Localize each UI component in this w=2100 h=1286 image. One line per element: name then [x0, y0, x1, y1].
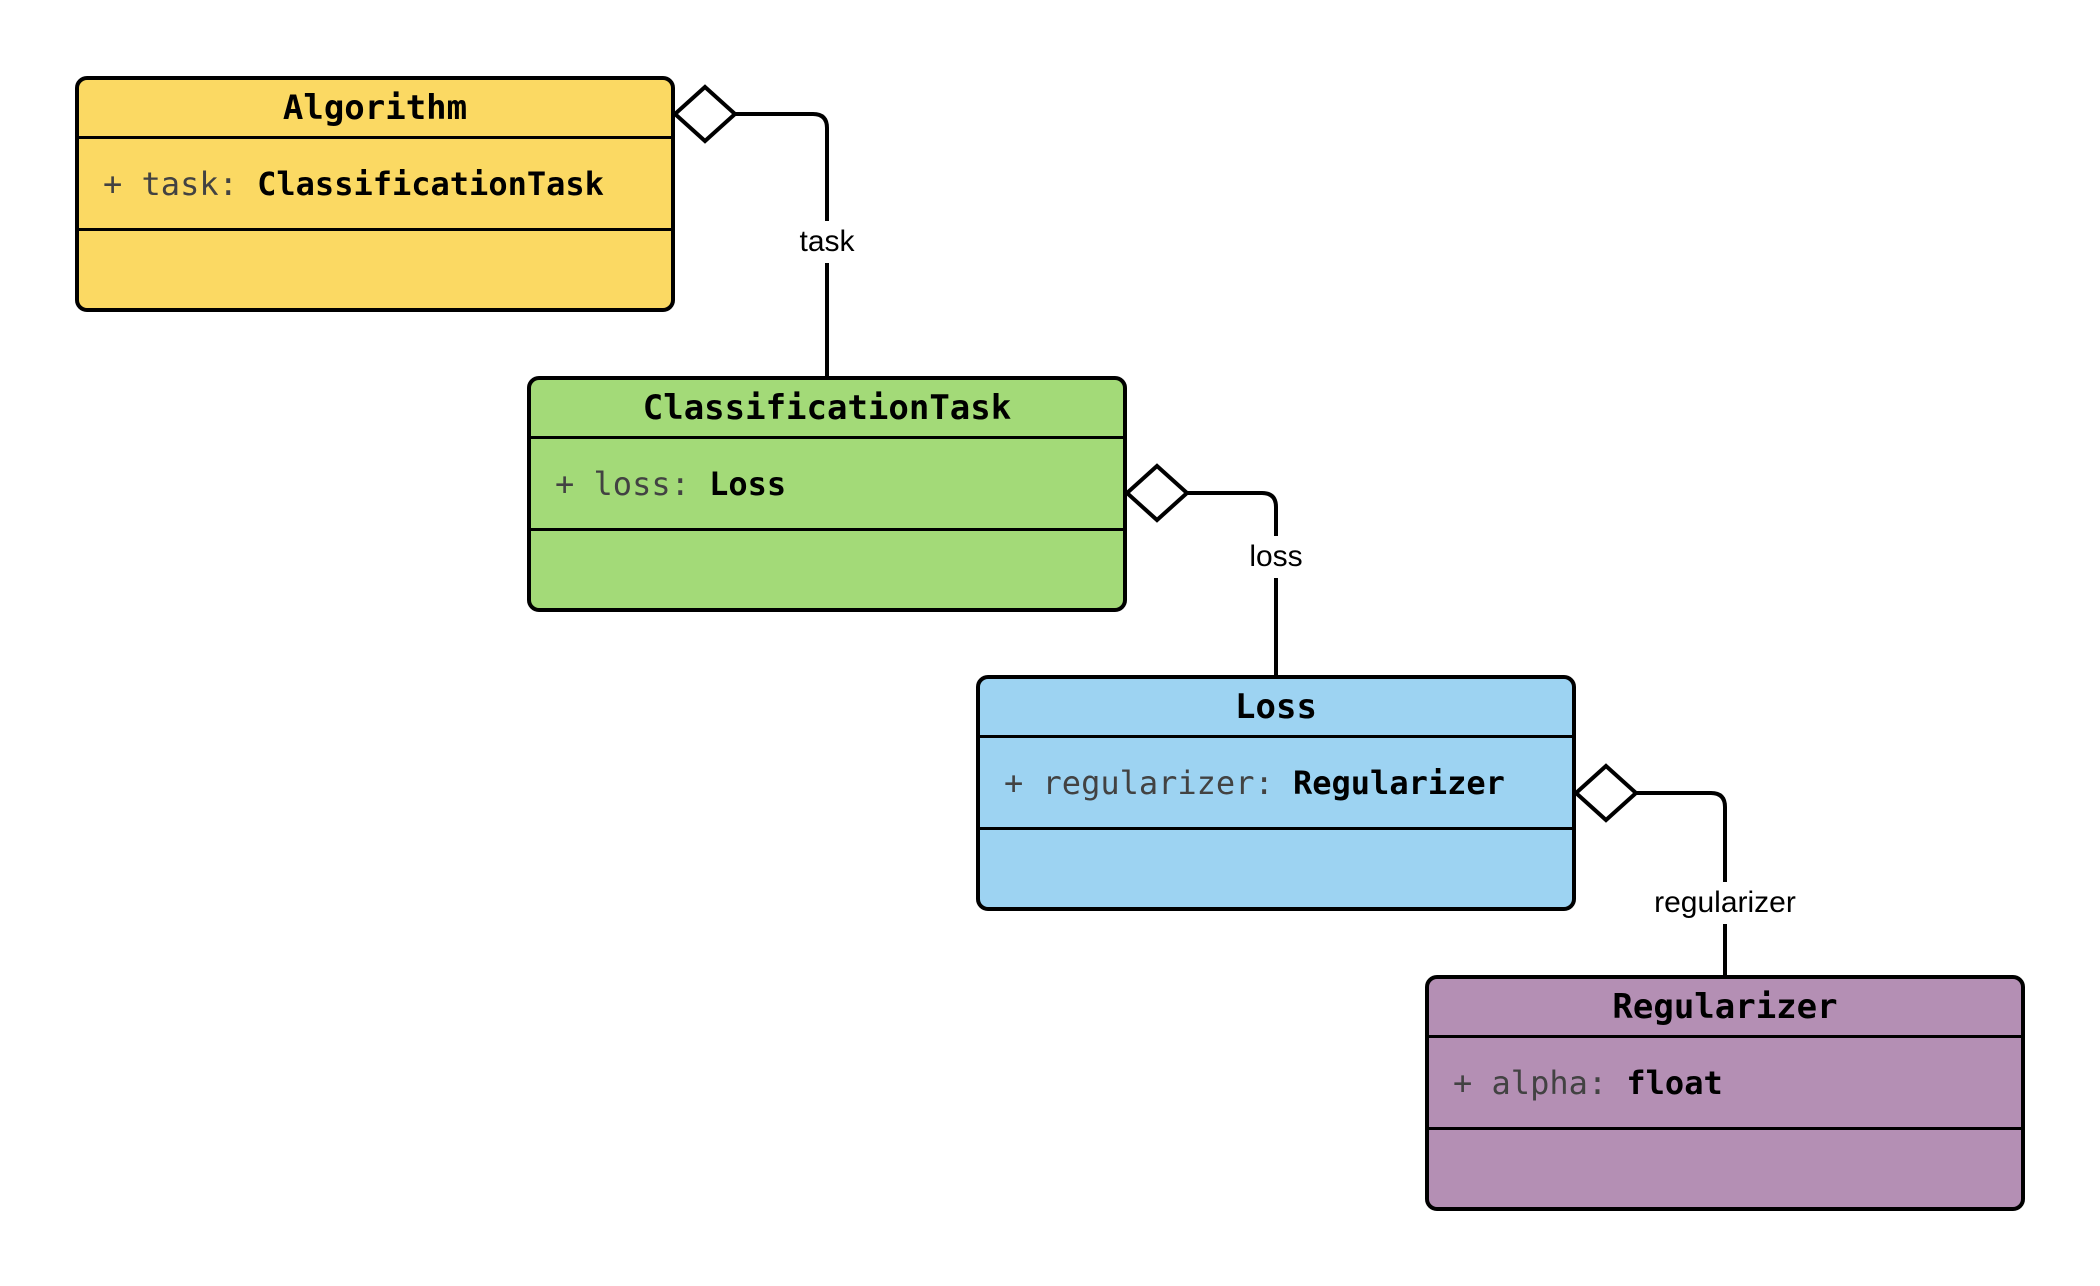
edge-label-regularizer: regularizer — [1644, 882, 1806, 924]
class-title: Algorithm — [282, 88, 468, 128]
edge-task — [672, 84, 829, 380]
attribute-signature: + alpha: — [1453, 1063, 1608, 1102]
edge-label-task: task — [789, 221, 865, 263]
attributes-compartment: + alpha: float — [1429, 1035, 2021, 1130]
edge-line — [1636, 791, 1727, 979]
class-title: Regularizer — [1612, 987, 1838, 1027]
attributes-compartment: + task: ClassificationTask — [79, 136, 671, 231]
attributes-compartment: + regularizer: Regularizer — [980, 735, 1572, 830]
edge-regularizer — [1573, 763, 1727, 979]
attribute-row: + alpha: float — [1453, 1064, 1723, 1102]
attribute-type: Loss — [709, 464, 787, 503]
aggregation-diamond-icon — [672, 84, 738, 144]
edge-line — [735, 112, 829, 380]
aggregation-diamond-icon — [1573, 763, 1639, 823]
attribute-signature: + task: — [103, 164, 238, 203]
class-title: ClassificationTask — [642, 388, 1012, 428]
attribute-type: Regularizer — [1292, 763, 1505, 802]
class-regularizer: Regularizer + alpha: float — [1425, 975, 2025, 1211]
edge-loss — [1124, 463, 1278, 679]
attributes-compartment: + loss: Loss — [531, 436, 1123, 531]
aggregation-diamond-icon — [1124, 463, 1190, 523]
class-algorithm: Algorithm + task: ClassificationTask — [75, 76, 675, 312]
attribute-signature: + regularizer: — [1004, 763, 1274, 802]
attribute-type: float — [1626, 1063, 1723, 1102]
attribute-type: ClassificationTask — [257, 164, 604, 203]
attribute-signature: + loss: — [555, 464, 690, 503]
attribute-row: + loss: Loss — [555, 465, 786, 503]
edge-line — [1187, 491, 1278, 679]
attribute-row: + task: ClassificationTask — [103, 165, 604, 203]
class-title: Loss — [1235, 687, 1317, 727]
class-classificationtask: ClassificationTask + loss: Loss — [527, 376, 1127, 612]
edge-label-loss: loss — [1239, 536, 1313, 578]
attribute-row: + regularizer: Regularizer — [1004, 764, 1505, 802]
class-loss: Loss + regularizer: Regularizer — [976, 675, 1576, 911]
